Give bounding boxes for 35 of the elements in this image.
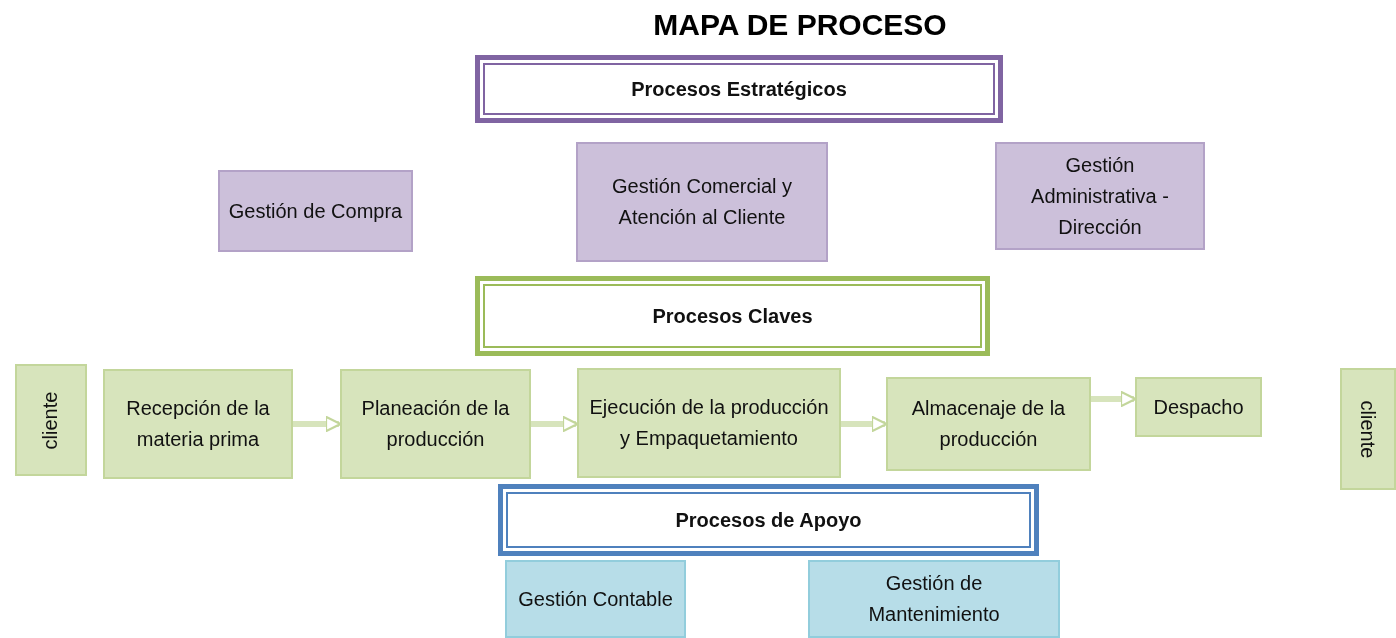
process-box	[103, 369, 293, 479]
arrow	[841, 415, 888, 433]
process-box	[1340, 368, 1396, 490]
process-box	[886, 377, 1091, 471]
process-box	[505, 560, 686, 638]
process-label: Almacenaje de la producción	[910, 396, 1067, 452]
process-label: Gestión de Mantenimiento	[867, 571, 1001, 627]
process-box	[808, 560, 1060, 638]
process-label: Gestión de Compra	[228, 198, 403, 224]
arrow	[531, 415, 579, 433]
process-box	[15, 364, 87, 476]
process-label: Gestión Contable	[518, 586, 673, 612]
process-label: Gestión Comercial y Atención al Cliente	[610, 174, 794, 230]
process-label: Ejecución de la producción y Empaquetamiento	[588, 395, 830, 451]
process-box	[340, 369, 531, 479]
process-label: Planeación de la producción	[360, 396, 511, 452]
process-label: Despacho	[1153, 394, 1244, 420]
process-box	[576, 142, 828, 262]
process-box	[1135, 377, 1262, 437]
section-header-box	[498, 484, 1039, 556]
process-label: Recepción de la materia prima	[125, 396, 271, 452]
section-title: Procesos de Apoyo	[675, 507, 862, 533]
section-header-box	[475, 276, 990, 356]
section-header-box	[475, 55, 1003, 123]
diagram-title: MAPA DE PROCESO	[652, 8, 948, 42]
section-title: Procesos Estratégicos	[631, 76, 847, 102]
process-box	[218, 170, 413, 252]
arrow	[1091, 390, 1137, 408]
process-label: Gestión Administrativa - Dirección	[1030, 152, 1170, 240]
process-box	[577, 368, 841, 478]
process-label: cliente	[38, 391, 63, 449]
arrow	[293, 415, 342, 433]
process-label: cliente	[1356, 400, 1381, 458]
process-box	[995, 142, 1205, 250]
section-title: Procesos Claves	[652, 303, 813, 329]
